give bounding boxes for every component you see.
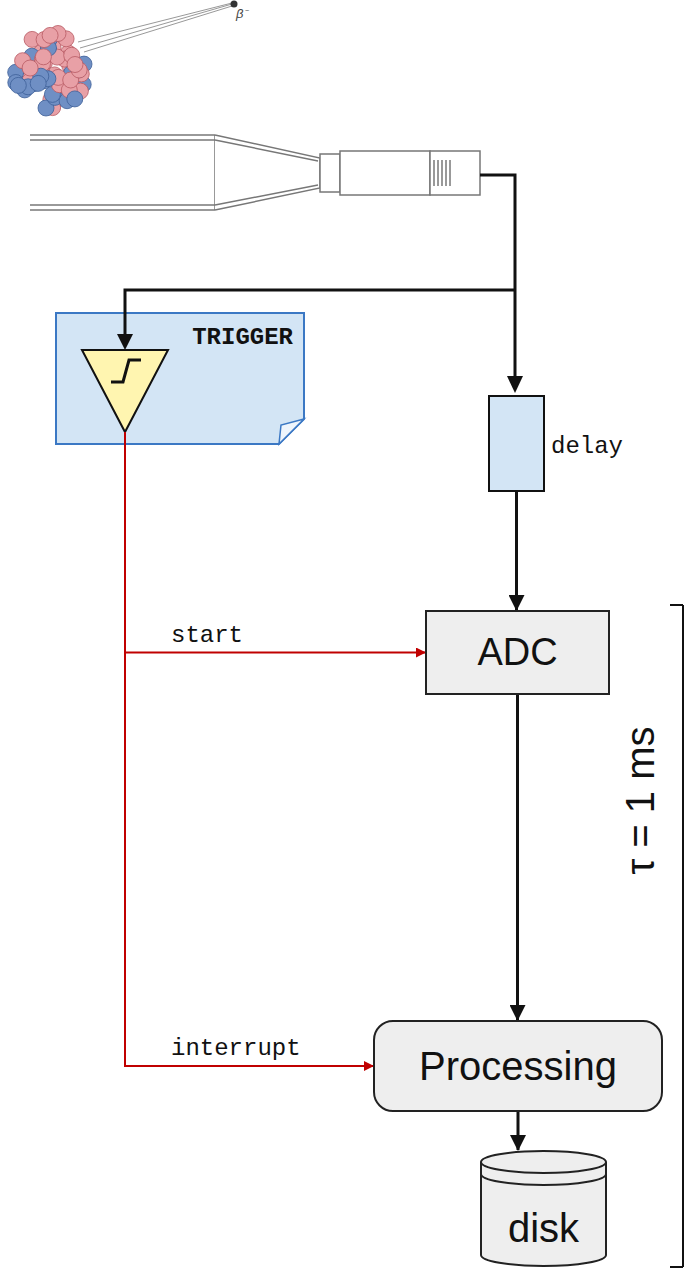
adc-box: ADC [425, 610, 610, 695]
data-flow-arrow [517, 1112, 520, 1150]
node-label: ADC [477, 631, 557, 674]
nucleus [8, 26, 92, 117]
particle-symbol: β⁻ [236, 4, 247, 22]
node-label: Processing [419, 1044, 617, 1089]
data-flow-arrow [515, 492, 518, 610]
control-signal [125, 445, 425, 653]
dead-time-label: τ = 1 ms [617, 726, 662, 874]
beta-track [78, 3, 232, 52]
trigger-box: TRIGGER [55, 312, 305, 445]
delay-box: delay [488, 395, 545, 492]
disk-cylinder: disk [480, 1150, 607, 1267]
signal-name: start [169, 622, 245, 649]
node-label: delay [551, 433, 623, 460]
data-flow-arrow [516, 695, 519, 1020]
detector [30, 135, 480, 210]
node-label: disk [508, 1206, 579, 1251]
signal-name: interrupt [169, 1035, 303, 1062]
time-bracket [670, 605, 683, 1267]
node-label: TRIGGER [192, 324, 293, 351]
arrowhead [507, 376, 523, 393]
control-signal [125, 445, 373, 1066]
processing-box: Processing [373, 1020, 663, 1112]
